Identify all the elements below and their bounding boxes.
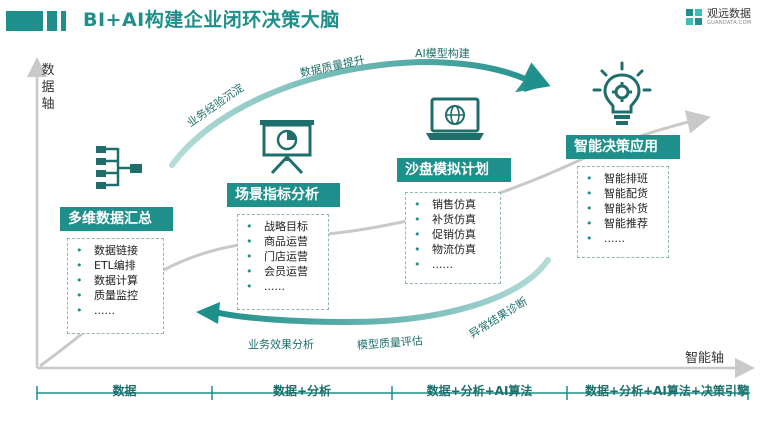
loop-arrowhead-top (524, 70, 548, 92)
list-item: 智能配货 (586, 186, 662, 201)
list-item: 促销仿真 (414, 227, 494, 242)
loop-arrowhead-bottom (196, 302, 220, 324)
list-item: 数据链接 (76, 243, 157, 258)
list-item: 物流仿真 (414, 242, 494, 257)
loop-label-bottom-1: 业务效果分析 (248, 338, 314, 351)
list-item: ...... (414, 257, 494, 272)
presentation-pie-icon (260, 120, 314, 175)
list-item: 智能补货 (586, 201, 662, 216)
list-item: 商品运营 (246, 234, 322, 249)
loop-arrow-bottom (212, 257, 551, 326)
stage-list-1: 数据链接 ETL编排 数据计算 质量监控 ...... (67, 238, 164, 334)
list-item: 数据计算 (76, 273, 157, 288)
list-item: 门店运营 (246, 249, 322, 264)
header-bar-3 (61, 11, 66, 31)
lightbulb-gear-icon (592, 61, 652, 125)
logo-name: 观远数据 (707, 7, 751, 20)
logo: 观远数据 GUANDATA.COM (683, 4, 765, 32)
list-item: 质量监控 (76, 288, 157, 303)
laptop-globe-icon (426, 97, 484, 140)
stage-title-2: 场景指标分析 (227, 183, 340, 207)
loop-arrow-top (169, 58, 551, 168)
list-item: 智能推荐 (586, 216, 662, 231)
list-item: ETL编排 (76, 258, 157, 273)
stage-title-3: 沙盘模拟计划 (397, 158, 511, 182)
x-axis-label: 智能轴 (685, 351, 725, 366)
list-item: ...... (246, 279, 322, 294)
stage-list-4: 智能排班 智能配货 智能补货 智能推荐 ...... (577, 166, 669, 258)
list-item: 智能排班 (586, 171, 662, 186)
logo-mark-icon (686, 9, 702, 25)
band-label-3: 数据+分析+AI算法 (426, 384, 533, 398)
stage-title-1: 多维数据汇总 (60, 207, 173, 231)
band-label-1: 数据 (112, 384, 137, 398)
list-item: 销售仿真 (414, 197, 494, 212)
list-item: ...... (76, 303, 157, 318)
list-item: 战略目标 (246, 219, 322, 234)
page-title: BI+AI构建企业闭环决策大脑 (83, 9, 340, 31)
header-bar-2 (47, 11, 57, 31)
stage-title-4: 智能决策应用 (566, 135, 680, 159)
hierarchy-icon (96, 146, 142, 189)
band-label-2: 数据+分析 (272, 384, 332, 398)
list-item: ...... (586, 231, 662, 246)
header-bar-1 (6, 11, 43, 31)
logo-url: GUANDATA.COM (707, 20, 752, 26)
list-item: 补货仿真 (414, 212, 494, 227)
stage-list-3: 销售仿真 补货仿真 促销仿真 物流仿真 ...... (405, 192, 501, 284)
band-label-4: 数据+分析+AI算法+决策引擎 (585, 384, 749, 398)
stage-list-2: 战略目标 商品运营 门店运营 会员运营 ...... (237, 214, 329, 310)
y-axis-label: 数据轴 (41, 63, 55, 112)
loop-label-top-3: AI模型构建 (415, 47, 470, 60)
list-item: 会员运营 (246, 264, 322, 279)
